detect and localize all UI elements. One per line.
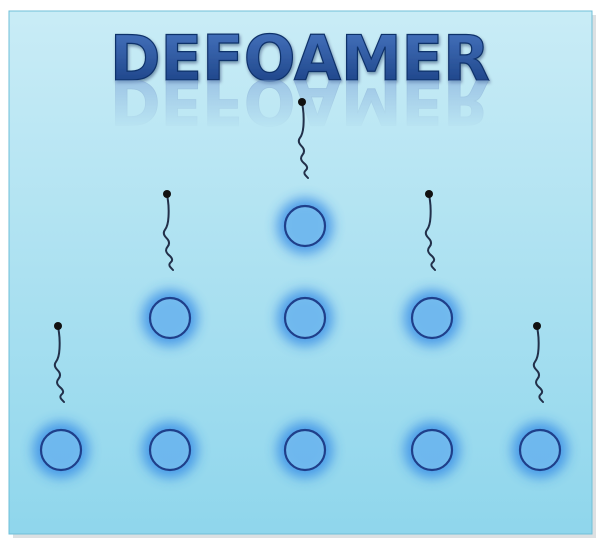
defoamer-molecule <box>424 190 436 271</box>
bubble <box>277 290 333 346</box>
bubbles-layer <box>33 198 568 478</box>
bubble-fill <box>520 430 560 470</box>
molecule-tail <box>162 193 174 271</box>
bubble-ring <box>410 428 454 472</box>
page-title: DEFOAMER <box>110 22 490 95</box>
bubble-fill <box>150 430 190 470</box>
bubble-fill <box>150 298 190 338</box>
defoamer-molecule <box>53 322 65 403</box>
molecule-tail <box>297 101 309 179</box>
bubble-fill <box>412 298 452 338</box>
bubble <box>404 290 460 346</box>
bubble <box>404 422 460 478</box>
bubble <box>512 422 568 478</box>
bubble-ring <box>148 296 192 340</box>
defoamer-molecule <box>162 190 174 271</box>
bubble-fill <box>41 430 81 470</box>
defoamer-molecule <box>297 98 309 179</box>
panel-border <box>8 10 593 535</box>
molecule-head <box>54 322 62 330</box>
bubble-ring <box>148 428 192 472</box>
molecule-tail <box>424 193 436 271</box>
bubble <box>277 422 333 478</box>
bubble-fill <box>285 206 325 246</box>
bubble <box>142 290 198 346</box>
bubble-fill <box>412 430 452 470</box>
bubble-ring <box>283 296 327 340</box>
bubble <box>33 422 89 478</box>
molecule-tail <box>532 325 544 403</box>
molecules-layer <box>53 98 544 403</box>
molecule-head <box>533 322 541 330</box>
title-group: DEFOAMER DEFOAMER <box>109 21 490 138</box>
bubble-ring <box>283 204 327 248</box>
bubble-ring <box>410 296 454 340</box>
bubble <box>142 422 198 478</box>
molecule-head <box>298 98 306 106</box>
molecule-tail <box>53 325 65 403</box>
bubble <box>277 198 333 254</box>
bubble-ring <box>518 428 562 472</box>
molecule-head <box>163 190 171 198</box>
bubble-fill <box>285 430 325 470</box>
bubble-ring <box>283 428 327 472</box>
defoamer-molecule <box>532 322 544 403</box>
bubble-fill <box>285 298 325 338</box>
bubble-ring <box>39 428 83 472</box>
molecule-head <box>425 190 433 198</box>
